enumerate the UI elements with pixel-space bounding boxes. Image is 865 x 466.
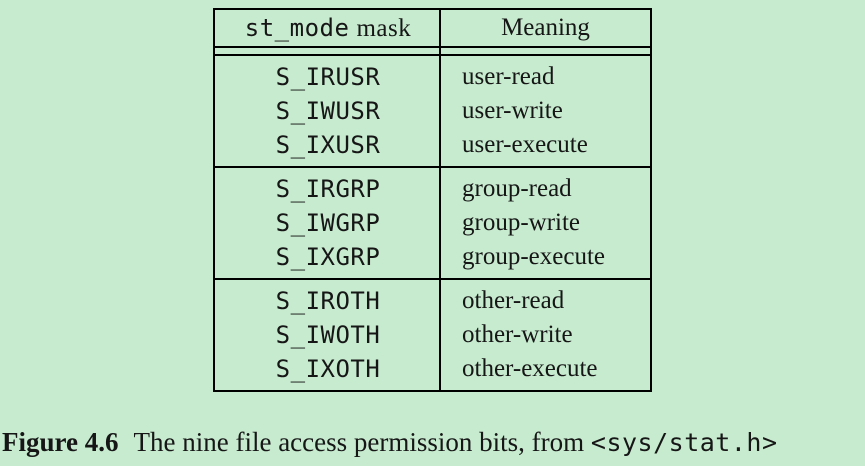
table-row: S_IROTH other-read — [215, 284, 650, 318]
table-row: S_IRGRP group-read — [215, 172, 650, 206]
table-row: S_IWGRP group-write — [215, 206, 650, 240]
meaning-cell: user-read — [462, 63, 555, 90]
table-row: S_IWUSR user-write — [215, 94, 650, 128]
header-mask-code: st_mode — [244, 14, 350, 42]
meaning-cell: other-write — [462, 321, 573, 348]
table-column-divider — [439, 10, 441, 390]
table-row: S_IXUSR user-execute — [215, 128, 650, 162]
figure-caption: Figure 4.6 The nine file access permissio… — [2, 427, 778, 458]
header-mask-rest: mask — [356, 15, 412, 42]
meaning-cell: user-execute — [462, 131, 588, 158]
mask-cell: S_IXUSR — [275, 131, 381, 159]
table-group-user: S_IRUSR user-read S_IWUSR user-write S_I… — [215, 56, 650, 168]
mask-cell: S_IRUSR — [275, 63, 381, 91]
figure-caption-code: <sys/stat.h> — [590, 428, 778, 457]
meaning-cell: group-read — [462, 175, 572, 202]
mask-cell: S_IXOTH — [275, 355, 381, 383]
figure-caption-text: The nine file access permission bits, fr… — [133, 427, 585, 457]
mask-cell: S_IXGRP — [275, 243, 381, 271]
meaning-cell: other-read — [462, 287, 565, 314]
meaning-cell: group-write — [462, 209, 581, 236]
mask-cell: S_IWOTH — [275, 321, 381, 349]
table-row: S_IXGRP group-execute — [215, 240, 650, 274]
table-group-other: S_IROTH other-read S_IWOTH other-write S… — [215, 280, 650, 390]
mask-cell: S_IWGRP — [275, 209, 381, 237]
table-row: S_IWOTH other-write — [215, 318, 650, 352]
header-cell-meaning: Meaning — [501, 14, 590, 41]
double-rule-gap — [215, 48, 650, 56]
figure-caption-label: Figure 4.6 — [2, 427, 119, 457]
mask-cell: S_IROTH — [275, 287, 381, 315]
mask-cell: S_IRGRP — [275, 175, 381, 203]
meaning-cell: user-write — [462, 97, 563, 124]
table-row: S_IRUSR user-read — [215, 60, 650, 94]
meaning-cell: other-execute — [462, 355, 598, 382]
meaning-cell: group-execute — [462, 243, 605, 270]
table-group-group: S_IRGRP group-read S_IWGRP group-write S… — [215, 168, 650, 280]
mask-cell: S_IWUSR — [275, 97, 381, 125]
table-row: S_IXOTH other-execute — [215, 352, 650, 386]
